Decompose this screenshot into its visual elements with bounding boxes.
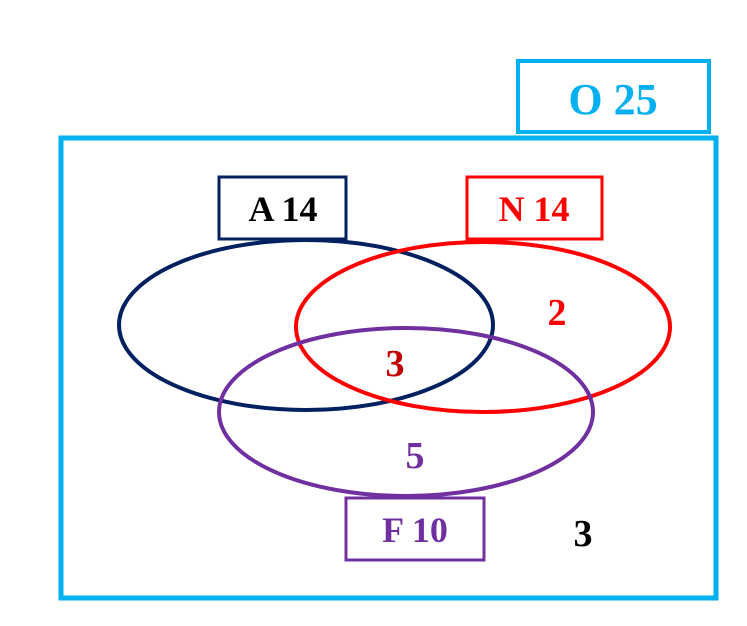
region-outside: 3 bbox=[574, 513, 593, 555]
region-a-n-center: 3 bbox=[386, 343, 405, 385]
set-a-ellipse bbox=[117, 238, 495, 412]
set-n-label: N 14 bbox=[499, 189, 570, 229]
set-f-ellipse bbox=[217, 326, 595, 498]
universe-label: O 25 bbox=[568, 75, 657, 124]
set-a-label: A 14 bbox=[248, 189, 317, 229]
set-n-label-box bbox=[465, 175, 604, 241]
set-f-label: F 10 bbox=[382, 510, 448, 550]
set-f-label-box bbox=[344, 496, 486, 562]
set-a-label-box bbox=[217, 175, 348, 241]
set-n-ellipse bbox=[294, 240, 672, 414]
universe-label-box bbox=[516, 59, 711, 134]
region-f: 5 bbox=[406, 435, 425, 477]
region-n-only: 2 bbox=[548, 292, 567, 334]
universe-box bbox=[58, 135, 719, 601]
